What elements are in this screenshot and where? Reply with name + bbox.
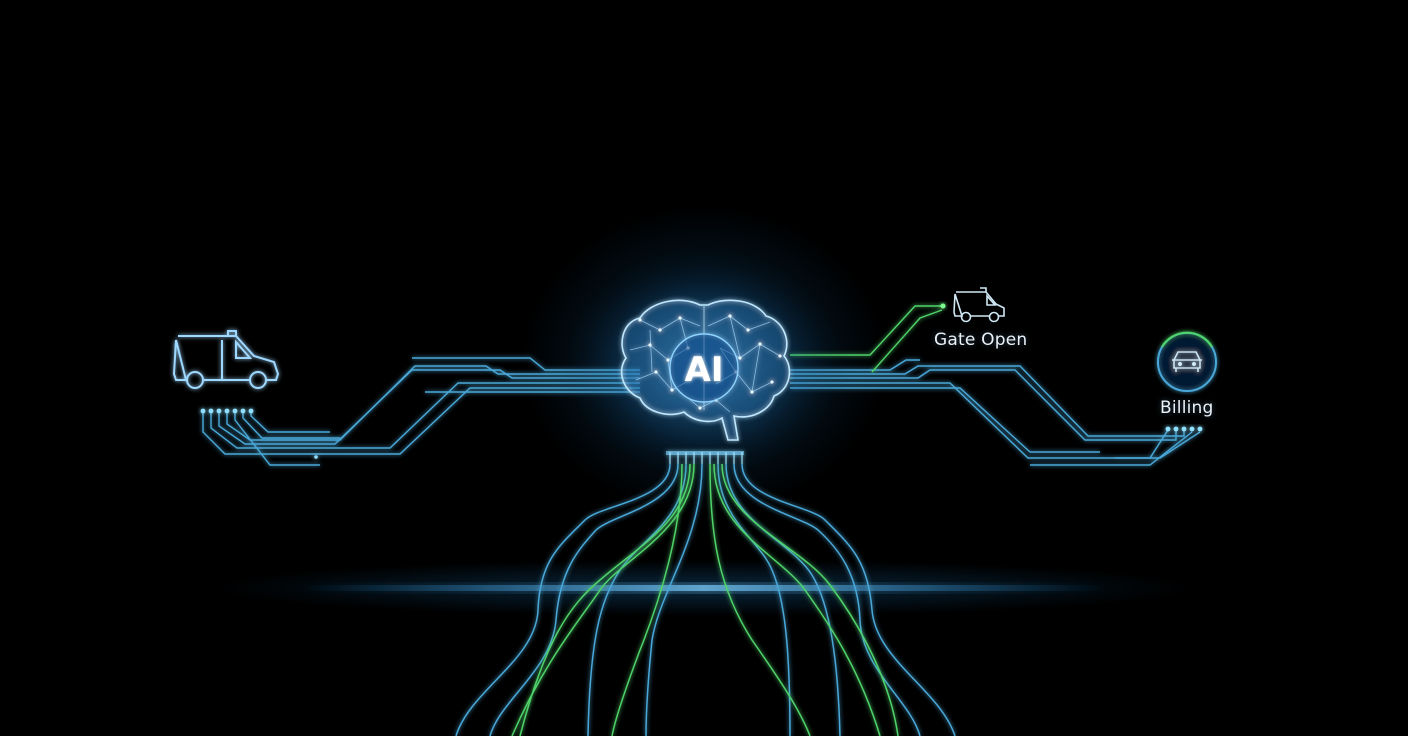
right-circuit-traces xyxy=(790,359,1201,466)
left-connector-dots xyxy=(200,408,318,459)
ai-label: AI xyxy=(685,350,724,390)
gate-open-label: Gate Open xyxy=(934,330,1028,350)
ai-badge xyxy=(669,333,739,403)
left-circuit-traces xyxy=(202,357,640,466)
billing-label: Billing xyxy=(1160,398,1214,418)
cable-bundle-green xyxy=(511,463,899,736)
right-connector-dots xyxy=(1165,426,1203,432)
brain-icon xyxy=(620,299,791,441)
van-icon xyxy=(172,330,280,389)
car-badge-icon xyxy=(1157,331,1217,392)
brain-bus-connector xyxy=(666,451,744,464)
small-van-icon xyxy=(953,287,1005,323)
light-beam xyxy=(300,585,1108,591)
gate-trace-dot xyxy=(940,303,946,309)
